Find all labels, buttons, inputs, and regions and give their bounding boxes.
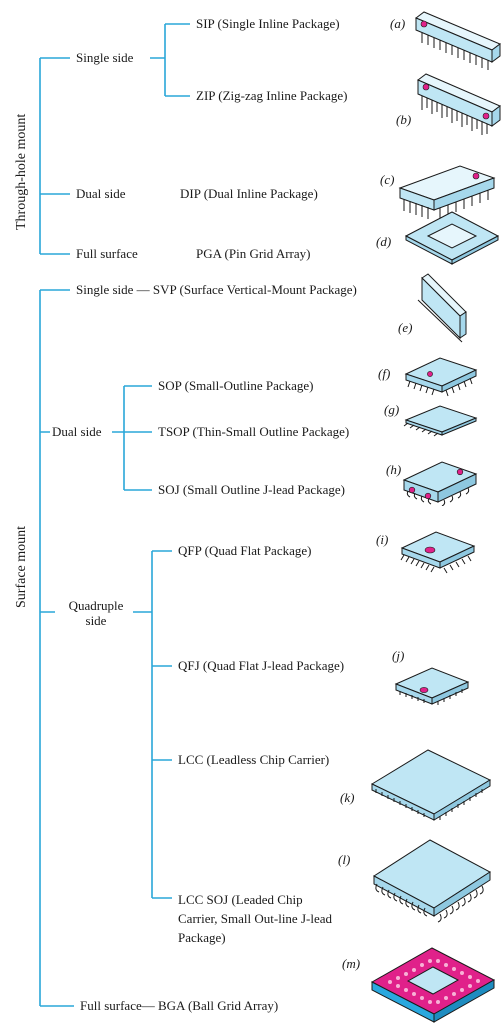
sm-main-bracket [39, 289, 74, 1007]
figure-label-i: (i) [376, 532, 389, 547]
quadruple-side-label: Quadruple side [68, 598, 124, 628]
th-single-side-label: Single side [76, 50, 134, 65]
svp-package-icon [417, 273, 467, 343]
figure-label-e: (e) [398, 320, 413, 335]
qfj-package-icon [394, 667, 470, 705]
figure-label-m: (m) [342, 956, 361, 971]
sip-label: SIP (Single Inline Package) [196, 16, 340, 31]
lcc-label: LCC (Leadless Chip Carrier) [178, 752, 330, 767]
figure-label-c: (c) [380, 172, 395, 187]
dip-label: DIP (Dual Inline Package) [180, 186, 318, 201]
sip-package-icon [415, 11, 501, 70]
lcc-package-icon [370, 749, 492, 821]
figure-label-j: (j) [392, 648, 405, 663]
bga-package-icon [370, 947, 496, 1023]
lcc-soj-package-icon [373, 839, 491, 923]
sop-package-icon [404, 357, 478, 397]
zip-package-icon [417, 73, 501, 135]
figure-label-k: (k) [340, 790, 355, 805]
soj-label: SOJ (Small Outline J-lead Package) [158, 482, 346, 497]
tsop-label: TSOP (Thin-Small Outline Package) [158, 424, 350, 439]
figure-label-a: (a) [390, 16, 406, 31]
tsop-package-icon [403, 405, 478, 437]
qfp-package-icon [400, 531, 476, 574]
figure-label-f: (f) [378, 366, 391, 381]
category-surface-mount: Surface mount [14, 525, 29, 608]
bga-label: Full surface— BGA (Ball Grid Array) [80, 998, 279, 1013]
figure-label-d: (d) [376, 234, 392, 249]
th-full-surface-label: Full surface [76, 246, 138, 261]
soj-package-icon [402, 461, 478, 506]
pga-package-icon [404, 211, 500, 265]
th-main-bracket [39, 57, 70, 255]
sop-label: SOP (Small-Outline Package) [158, 378, 314, 393]
pga-label: PGA (Pin Grid Array) [196, 246, 311, 261]
figure-label-h: (h) [386, 462, 402, 477]
figure-label-l: (l) [338, 852, 351, 867]
category-through-hole: Through-hole mount [14, 113, 29, 230]
qfp-label: QFP (Quad Flat Package) [178, 543, 312, 558]
qfj-label: QFJ (Quad Flat J-lead Package) [178, 658, 345, 673]
sm-dual-side-label: Dual side [52, 424, 102, 439]
sm-dual-bracket [112, 385, 152, 491]
th-single-bracket [150, 23, 190, 97]
dip-package-icon [398, 165, 496, 219]
sm-quad-bracket [133, 550, 172, 899]
figure-label-b: (b) [396, 112, 412, 127]
zip-label: ZIP (Zig-zag Inline Package) [196, 88, 348, 103]
lcc-soj-label: LCC SOJ (Leaded Chip Carrier, Small Out-… [178, 892, 332, 945]
th-dual-side-label: Dual side [76, 186, 126, 201]
svp-label: Single side — SVP (Surface Vertical-Moun… [76, 282, 357, 297]
figure-label-g: (g) [384, 402, 400, 417]
